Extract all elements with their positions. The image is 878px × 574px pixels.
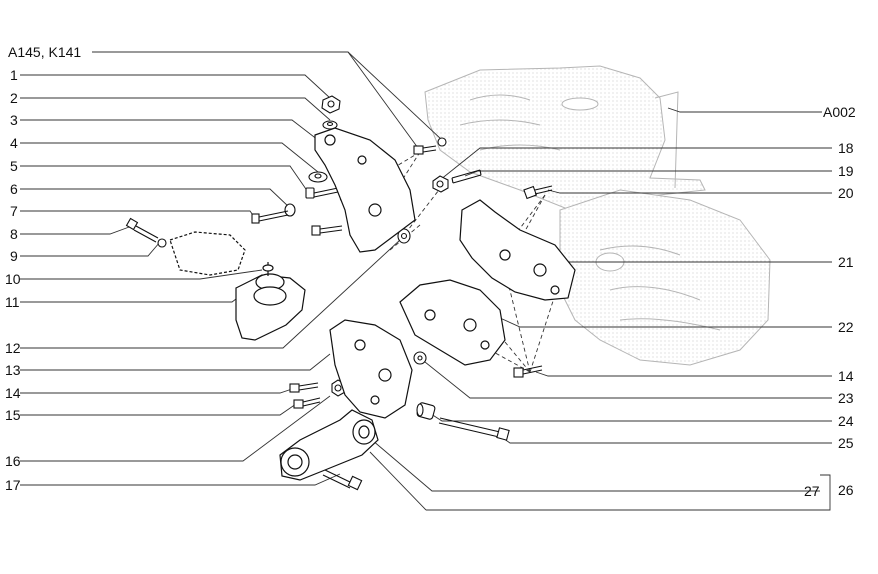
label-part-3: 3	[10, 112, 18, 128]
bracket-part-22	[399, 279, 506, 366]
label-part-11: 11	[5, 294, 20, 310]
leader-lines-left	[20, 51, 443, 486]
label-part-4: 4	[10, 135, 18, 151]
fasteners	[125, 95, 553, 491]
sleeve-part-24	[416, 402, 436, 420]
label-part-14-right: 14	[838, 368, 854, 384]
engine-outline	[424, 65, 771, 366]
label-part-8: 8	[10, 226, 18, 242]
nut-part-1	[321, 95, 341, 114]
plate-part-9	[169, 231, 246, 276]
washer-a145	[437, 137, 447, 147]
label-part-15: 15	[5, 407, 21, 423]
bolt-part-20	[523, 185, 553, 200]
label-a145-k141: A145, K141	[8, 44, 82, 60]
label-part-18: 18	[838, 140, 854, 156]
washer-part-6	[284, 203, 296, 217]
label-part-14-left: 14	[5, 385, 21, 401]
label-part-21: 21	[838, 254, 854, 270]
bracket-part-13	[329, 319, 413, 419]
label-part-20: 20	[838, 185, 854, 201]
spacer-part-23	[413, 351, 427, 365]
label-part-7: 7	[10, 203, 18, 219]
label-part-12: 12	[5, 340, 21, 356]
bolt-part-8	[125, 217, 159, 243]
bracket-part-21	[459, 199, 576, 301]
label-part-2: 2	[10, 90, 18, 106]
label-part-23: 23	[838, 390, 854, 406]
label-part-13: 13	[5, 362, 21, 378]
label-part-5: 5	[10, 158, 18, 174]
washer-part-9	[157, 238, 167, 248]
washer-part-2	[322, 120, 338, 130]
spacer-part-12	[397, 228, 411, 244]
label-part-27: 27	[804, 483, 820, 499]
bolt-part-15	[293, 397, 321, 409]
stud-part-19	[451, 169, 482, 184]
label-part-24: 24	[838, 413, 854, 429]
washer-part-4	[308, 171, 328, 183]
label-part-16: 16	[5, 453, 21, 469]
label-part-6: 6	[10, 181, 18, 197]
bolt-part-17	[322, 469, 363, 491]
upper-bracket-part-3	[314, 127, 416, 253]
bolt-part-5	[305, 187, 339, 199]
label-part-17: 17	[5, 477, 21, 493]
leader-lines-right	[369, 107, 832, 511]
label-part-19: 19	[838, 163, 854, 179]
brackets	[169, 127, 576, 481]
label-part-10: 10	[5, 271, 21, 287]
label-part-26: 26	[838, 482, 854, 498]
bolt-part-14-right	[513, 365, 543, 378]
label-part-25: 25	[838, 435, 854, 451]
bolt-part-7	[251, 210, 289, 224]
label-part-22: 22	[838, 319, 854, 335]
bolt-part-10	[311, 225, 343, 236]
label-part-1: 1	[10, 67, 18, 83]
nut-part-18	[432, 175, 449, 193]
bolt-a145	[413, 145, 437, 155]
label-part-9: 9	[10, 248, 18, 264]
bolt-part-25	[438, 417, 510, 441]
label-a002: A002	[823, 104, 856, 120]
bolt-part-14-left	[289, 382, 319, 393]
